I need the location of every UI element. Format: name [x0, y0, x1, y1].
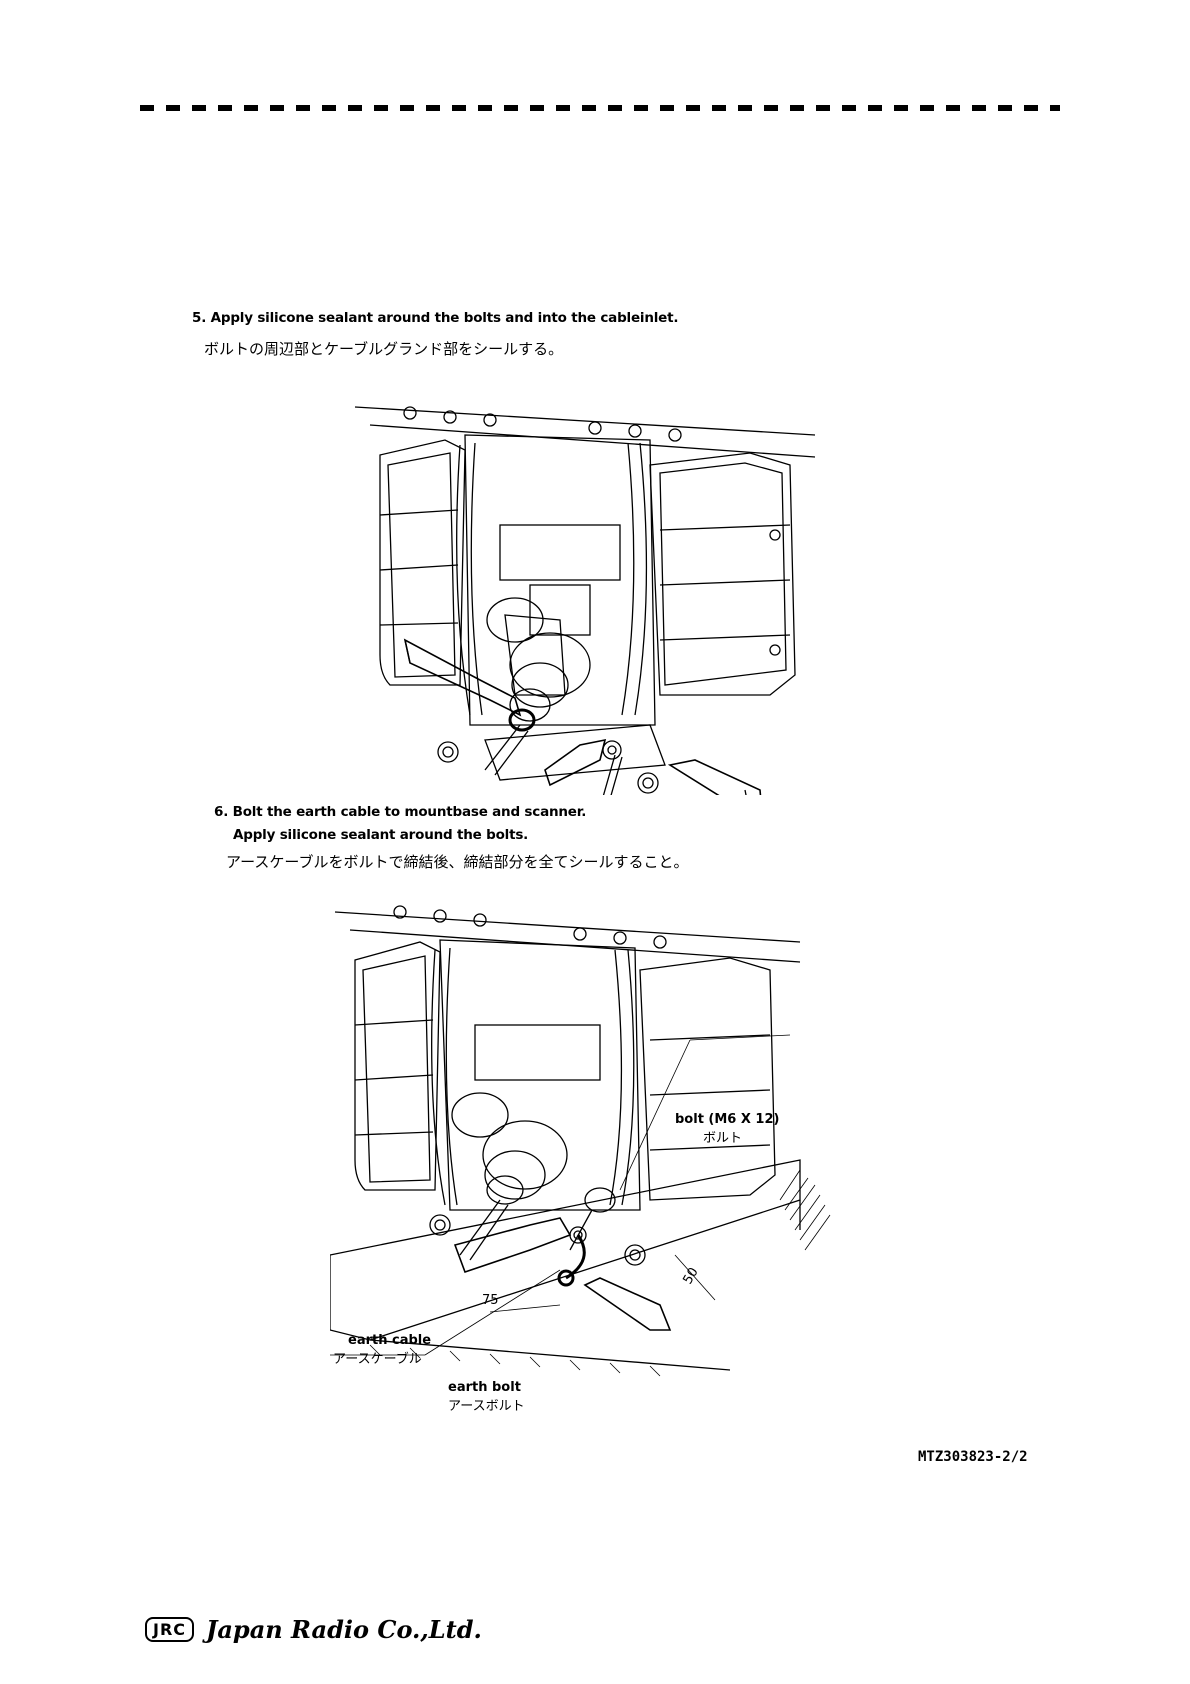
figure-step5-scanner-sealant: [354, 406, 816, 795]
company-name: Japan Radio Co.,Ltd.: [206, 1615, 482, 1644]
step6-instruction-line2: Apply silicone sealant around the bolts.: [233, 827, 529, 843]
callout-earth-cable-jp: アースケーブル: [333, 1352, 422, 1367]
callout-earth-cable-en: earth cable: [348, 1333, 432, 1348]
callout-earth-bolt: earth bolt アースボルト: [448, 1380, 525, 1414]
company-logo: JRC Japan Radio Co.,Ltd.: [145, 1615, 482, 1644]
callout-bolt-en: bolt (M6 X 12): [675, 1112, 780, 1127]
callout-earth-bolt-en: earth bolt: [448, 1380, 521, 1395]
jrc-logo-mark: JRC: [145, 1617, 195, 1642]
step6-instruction-line1: 6. Bolt the earth cable to mountbase and…: [214, 804, 587, 820]
step6-instruction-jp: アースケーブルをボルトで締結後、締結部分を全てシールすること。: [226, 853, 689, 871]
callout-earth-bolt-jp: アースボルト: [448, 1399, 525, 1414]
dimension-50: 50: [680, 1265, 701, 1287]
step5-instruction: 5. Apply silicone sealant around the bol…: [192, 310, 679, 326]
callout-bolt-jp: ボルト: [703, 1131, 743, 1146]
dimension-75: 75: [482, 1293, 499, 1308]
figure-step6-earth-cable: 75 50: [330, 905, 831, 1377]
step5-instruction-jp: ボルトの周辺部とケーブルグランド部をシールする。: [204, 340, 564, 358]
top-dashed-divider: [140, 105, 1060, 111]
callout-bolt: bolt (M6 X 12) ボルト: [675, 1112, 779, 1146]
callout-earth-cable: earth cable アースケーブル: [333, 1333, 432, 1367]
document-number: MTZ303823-2/2: [918, 1449, 1028, 1465]
